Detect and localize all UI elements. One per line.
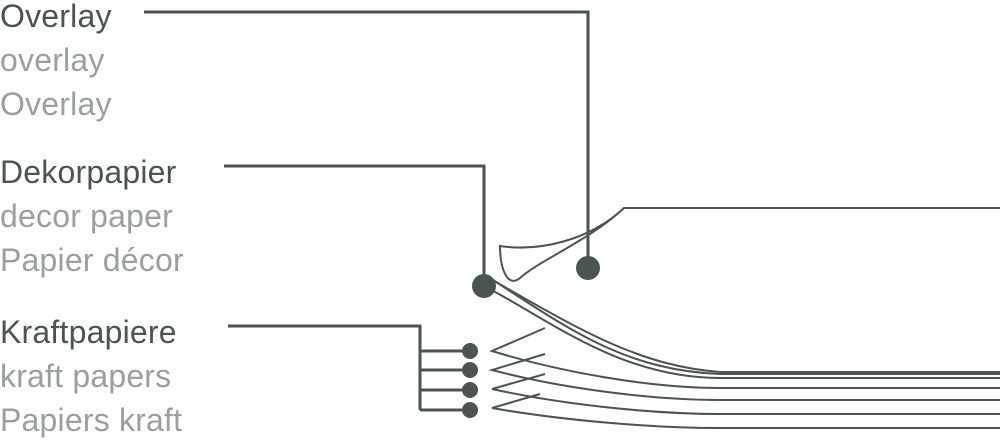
kraft-sheet-4 [489, 327, 1000, 389]
decor-paper-sheet [483, 285, 1000, 379]
overlay-label-fr: Overlay [0, 86, 112, 122]
overlay-sheet [498, 207, 1000, 282]
decor-paper-label-fr: Papier décor [0, 242, 184, 278]
marker-dots [462, 256, 600, 418]
kraft-sheet-1-marker-dot [462, 343, 478, 359]
leader-lines [144, 10, 590, 412]
decor-paper-marker-dot [472, 274, 496, 298]
overlay-sheet-front [495, 281, 1000, 373]
overlay-leader-line [144, 10, 590, 268]
decor-paper-leader-line [224, 164, 486, 286]
kraft-sheet-3-marker-dot [462, 382, 478, 398]
paper-sheets [483, 207, 1000, 429]
kraft-sheet-3 [488, 353, 1000, 401]
overlay-label-de: Overlay [0, 0, 112, 34]
decor-paper-sheet-back [489, 277, 1000, 375]
kraft-papers-label-de: Kraftpapiere [0, 314, 177, 350]
kraft-papers-label-fr: Papiers kraft [0, 402, 183, 438]
overlay-marker-dot [576, 256, 600, 280]
kraft-sheet-4-marker-dot [462, 402, 478, 418]
kraft-papers-label-group: Kraftpapiere kraft papers Papiers kraft [0, 310, 182, 442]
kraft-sheet-2-marker-dot [462, 362, 478, 378]
decor-paper-label-de: Dekorpapier [0, 154, 177, 190]
decor-paper-label-en: decor paper [0, 198, 173, 234]
kraft-sheet-1 [491, 393, 1000, 429]
overlay-label-group: Overlay overlay Overlay [0, 0, 112, 126]
overlay-label-en: overlay [0, 42, 105, 78]
kraft-papers-label-en: kraft papers [0, 358, 172, 394]
kraft-papers-leader-line [228, 324, 470, 412]
kraft-sheet-2 [491, 373, 1000, 415]
decor-paper-label-group: Dekorpapier decor paper Papier décor [0, 150, 184, 282]
